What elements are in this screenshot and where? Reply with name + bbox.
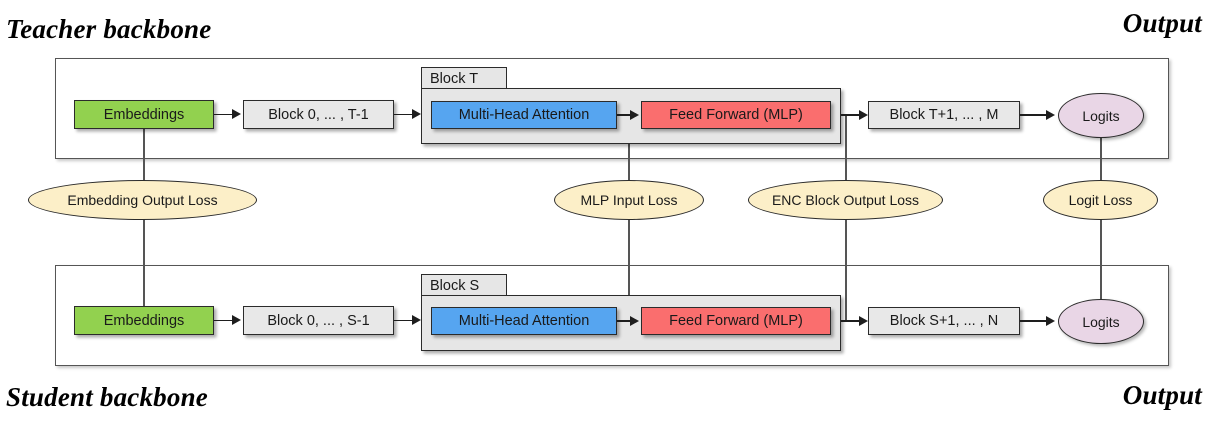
teacher-backbone-frame — [55, 58, 1169, 159]
embedding-output-loss-node[interactable]: Embedding Output Loss — [28, 180, 257, 220]
teacher-embeddings-node[interactable]: Embeddings — [74, 100, 214, 129]
arrow-student-post-to-logits — [1020, 320, 1050, 322]
output-label-teacher: Output — [1122, 8, 1202, 38]
arrowhead-student-attn-to-mlp — [630, 315, 639, 326]
teacher-block-tab-label: Block T — [430, 70, 479, 87]
arrow-student-emb-to-pre — [214, 319, 234, 322]
student-logits-node[interactable]: Logits — [1058, 299, 1144, 344]
student-backbone-title: Student backbone — [6, 382, 208, 412]
arrow-teacher-emb-to-pre — [214, 113, 234, 116]
output-label-student: Output — [1122, 380, 1202, 410]
arrow-student-pre-to-block — [394, 319, 414, 322]
arrow-teacher-attn-to-mlp — [617, 114, 632, 116]
arrowhead-student-block-to-post — [859, 315, 868, 326]
teacher-backbone-title: Teacher backbone — [6, 14, 212, 44]
mlp-input-loss-node[interactable]: MLP Input Loss — [554, 180, 704, 220]
arrow-teacher-post-to-logits — [1020, 114, 1050, 116]
arrowhead-teacher-post-to-logits — [1046, 109, 1055, 120]
logit-loss-label: Logit Loss — [1068, 192, 1133, 208]
mlp-input-loss-label: MLP Input Loss — [580, 192, 678, 208]
teacher-pre-blocks-label: Block 0, ... , T-1 — [268, 106, 369, 123]
teacher-attention-node[interactable]: Multi-Head Attention — [431, 101, 617, 129]
arrowhead-student-emb-to-pre — [232, 315, 241, 325]
student-embeddings-label: Embeddings — [103, 312, 185, 329]
arrowhead-student-pre-to-block — [412, 315, 421, 325]
student-mlp-label: Feed Forward (MLP) — [669, 313, 803, 329]
student-backbone-frame — [55, 265, 1169, 366]
teacher-block-tab: Block T — [421, 67, 507, 89]
arrow-teacher-block-to-post — [841, 114, 861, 116]
student-attention-node[interactable]: Multi-Head Attention — [431, 307, 617, 335]
logit-loss-node[interactable]: Logit Loss — [1043, 180, 1158, 220]
teacher-pre-blocks-node[interactable]: Block 0, ... , T-1 — [243, 100, 394, 129]
teacher-post-blocks-label: Block T+1, ... , M — [889, 107, 999, 123]
teacher-post-blocks-node[interactable]: Block T+1, ... , M — [868, 101, 1020, 129]
student-pre-blocks-label: Block 0, ... , S-1 — [267, 312, 370, 329]
enc-block-output-loss-label: ENC Block Output Loss — [771, 192, 920, 208]
student-attention-label: Multi-Head Attention — [458, 313, 590, 329]
student-logits-label: Logits — [1082, 313, 1120, 330]
arrowhead-teacher-attn-to-mlp — [630, 109, 639, 120]
arrowhead-teacher-pre-to-block — [412, 109, 421, 119]
student-post-blocks-label: Block S+1, ... , N — [889, 313, 999, 329]
student-block-tab: Block S — [421, 274, 507, 296]
enc-block-output-loss-node[interactable]: ENC Block Output Loss — [748, 180, 943, 220]
teacher-mlp-node[interactable]: Feed Forward (MLP) — [641, 101, 831, 129]
arrow-student-attn-to-mlp — [617, 320, 632, 322]
student-block-tab-label: Block S — [430, 277, 480, 294]
student-embeddings-node[interactable]: Embeddings — [74, 306, 214, 335]
arrowhead-student-post-to-logits — [1046, 315, 1055, 326]
arrow-teacher-pre-to-block — [394, 113, 414, 116]
teacher-embeddings-label: Embeddings — [103, 106, 185, 123]
teacher-mlp-label: Feed Forward (MLP) — [669, 107, 803, 123]
teacher-logits-label: Logits — [1082, 107, 1120, 124]
embedding-output-loss-label: Embedding Output Loss — [67, 192, 218, 208]
arrow-student-block-to-post — [841, 320, 861, 322]
arrowhead-teacher-emb-to-pre — [232, 109, 241, 119]
arrowhead-teacher-block-to-post — [859, 109, 868, 120]
teacher-attention-label: Multi-Head Attention — [458, 107, 590, 123]
student-mlp-node[interactable]: Feed Forward (MLP) — [641, 307, 831, 335]
student-post-blocks-node[interactable]: Block S+1, ... , N — [868, 307, 1020, 335]
student-pre-blocks-node[interactable]: Block 0, ... , S-1 — [243, 306, 394, 335]
teacher-logits-node[interactable]: Logits — [1058, 93, 1144, 138]
